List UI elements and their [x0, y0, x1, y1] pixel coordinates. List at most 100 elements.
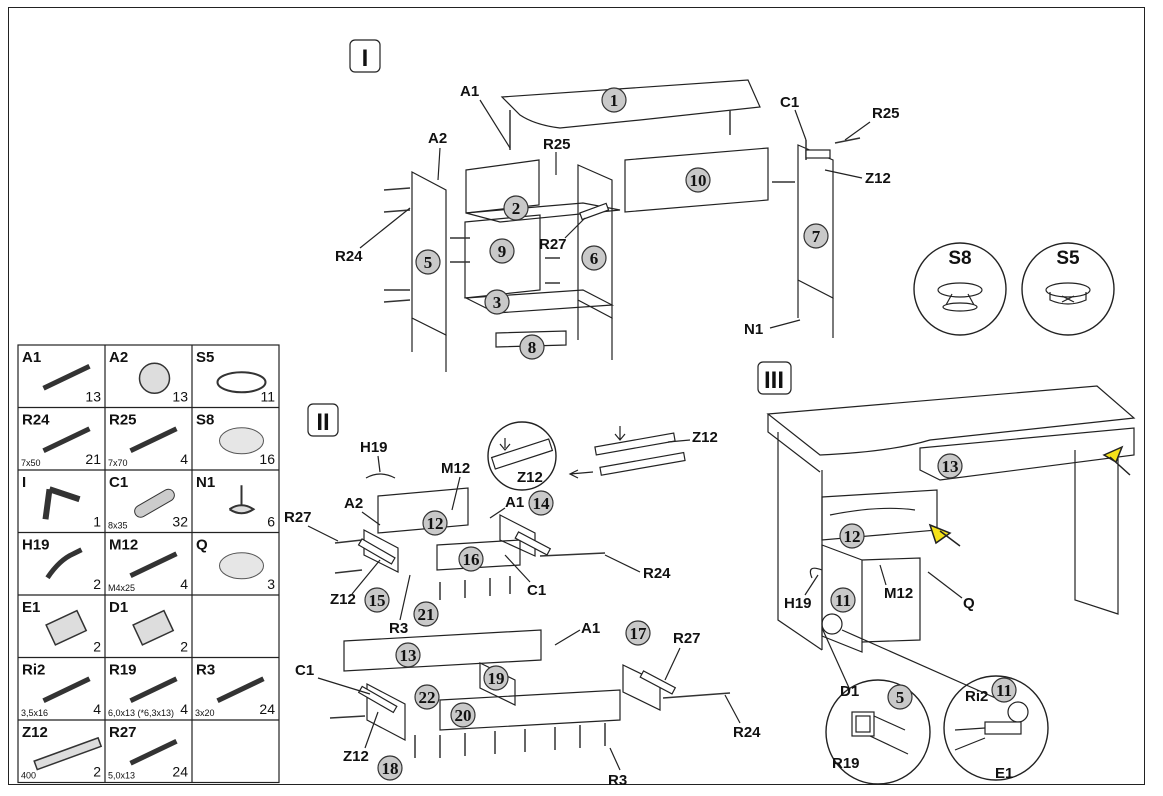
part-size: 7x50 [21, 458, 41, 468]
part-quantity: 3 [267, 576, 275, 592]
disc-icon [219, 427, 264, 455]
svg-text:A1: A1 [505, 494, 524, 511]
part-quantity: 16 [259, 451, 275, 467]
wood-screw-icon [216, 676, 265, 704]
long-screw-icon [129, 426, 178, 454]
part-size: M4x25 [108, 583, 135, 593]
svg-text:2: 2 [512, 199, 521, 218]
svg-text:R3: R3 [389, 620, 408, 637]
part-cell: M12 4 M4x25 [108, 537, 188, 594]
svg-text:R19: R19 [832, 755, 860, 772]
part-code: I [22, 474, 26, 491]
svg-text:20: 20 [455, 706, 472, 725]
svg-text:C1: C1 [527, 582, 546, 599]
part-code: S8 [196, 412, 214, 429]
svg-text:19: 19 [488, 669, 505, 688]
part-quantity: 4 [180, 576, 188, 592]
svg-text:Q: Q [963, 595, 975, 612]
svg-text:11: 11 [996, 681, 1012, 700]
part-cell: Q3 [196, 537, 275, 593]
part-code: C1 [109, 474, 128, 491]
svg-text:13: 13 [942, 457, 959, 476]
part-cell: D12 [109, 599, 188, 655]
svg-text:15: 15 [369, 591, 386, 610]
step2-fastener-labels: H19 M12 A2 A1 R27 Z12 R3 C1 R24 Z12 Z12 … [284, 429, 761, 789]
hex-key-icon [42, 486, 81, 520]
svg-text:R24: R24 [643, 565, 671, 582]
step3-part-numbers: 13 12 11 [830, 453, 963, 613]
svg-text:S5: S5 [1056, 248, 1080, 269]
svg-text:12: 12 [844, 527, 861, 546]
part-code: S5 [196, 349, 214, 366]
svg-text:21: 21 [418, 605, 435, 624]
svg-text:N1: N1 [744, 321, 763, 338]
svg-text:1: 1 [610, 91, 619, 110]
cam-lock-icon [138, 362, 171, 394]
svg-text:H19: H19 [360, 439, 388, 456]
disc-icon [219, 552, 264, 580]
parts-table-border [17, 344, 280, 784]
svg-text:5: 5 [424, 253, 433, 272]
svg-text:R25: R25 [872, 105, 900, 122]
page-border [8, 7, 1145, 785]
part-quantity: 4 [180, 451, 188, 467]
parts-table: A113A213S511R24217x50R2547x70S816I1C1328… [17, 344, 280, 784]
svg-text:A1: A1 [460, 83, 479, 100]
svg-text:R24: R24 [335, 248, 363, 265]
svg-text:R3: R3 [608, 772, 627, 789]
svg-text:C1: C1 [295, 662, 314, 679]
euro-screw-icon [129, 676, 178, 704]
euro-screw-icon [129, 738, 178, 766]
part-quantity: 2 [93, 639, 101, 655]
slide-detail [487, 421, 686, 491]
part-quantity: 1 [93, 514, 101, 530]
svg-text:18: 18 [382, 759, 399, 778]
part-code: E1 [22, 599, 40, 616]
svg-text:Ri2: Ri2 [965, 688, 988, 705]
dowel-icon [134, 488, 175, 518]
part-size: 3x20 [195, 708, 215, 718]
part-quantity: 32 [172, 514, 188, 530]
svg-text:D1: D1 [840, 683, 859, 700]
part-code: Ri2 [22, 662, 45, 679]
part-quantity: 11 [260, 389, 275, 405]
svg-text:R24: R24 [733, 724, 761, 741]
svg-text:11: 11 [835, 591, 851, 610]
hinge-detail-right: Ri2 E1 11 [943, 675, 1049, 782]
svg-text:R25: R25 [543, 136, 571, 153]
svg-text:R27: R27 [673, 630, 701, 647]
svg-text:R27: R27 [284, 509, 312, 526]
svg-text:3: 3 [493, 293, 502, 312]
part-size: 400 [21, 771, 36, 781]
part-quantity: 6 [267, 514, 275, 530]
part-code: M12 [109, 537, 138, 554]
screw-icon [42, 426, 91, 454]
svg-text:A2: A2 [344, 495, 363, 512]
part-size: 7x70 [108, 458, 128, 468]
svg-text:A2: A2 [428, 130, 447, 147]
svg-text:S8: S8 [948, 248, 971, 269]
assembled-desk-view [766, 385, 1136, 653]
part-code: A1 [22, 349, 41, 366]
cam-bolt-icon [42, 363, 91, 391]
svg-text:6: 6 [590, 249, 599, 268]
step-marker-1 [349, 39, 381, 73]
part-code: R19 [109, 662, 137, 679]
part-quantity: 2 [93, 576, 101, 592]
step-marker-3 [757, 361, 792, 395]
part-quantity: 13 [85, 389, 101, 405]
svg-text:Z12: Z12 [343, 748, 369, 765]
knob-detail-s5: S5 [1021, 242, 1115, 336]
part-quantity: 13 [172, 389, 188, 405]
svg-text:M12: M12 [441, 460, 470, 477]
step1-fastener-labels: A1 A2 R25 C1 R25 Z12 R24 R27 N1 [335, 83, 900, 338]
hinge-plate-icon [132, 609, 175, 646]
part-cell: E1 2 [22, 599, 101, 655]
step2-part-numbers: 12 14 15 16 21 13 17 19 22 20 18 [364, 490, 651, 781]
